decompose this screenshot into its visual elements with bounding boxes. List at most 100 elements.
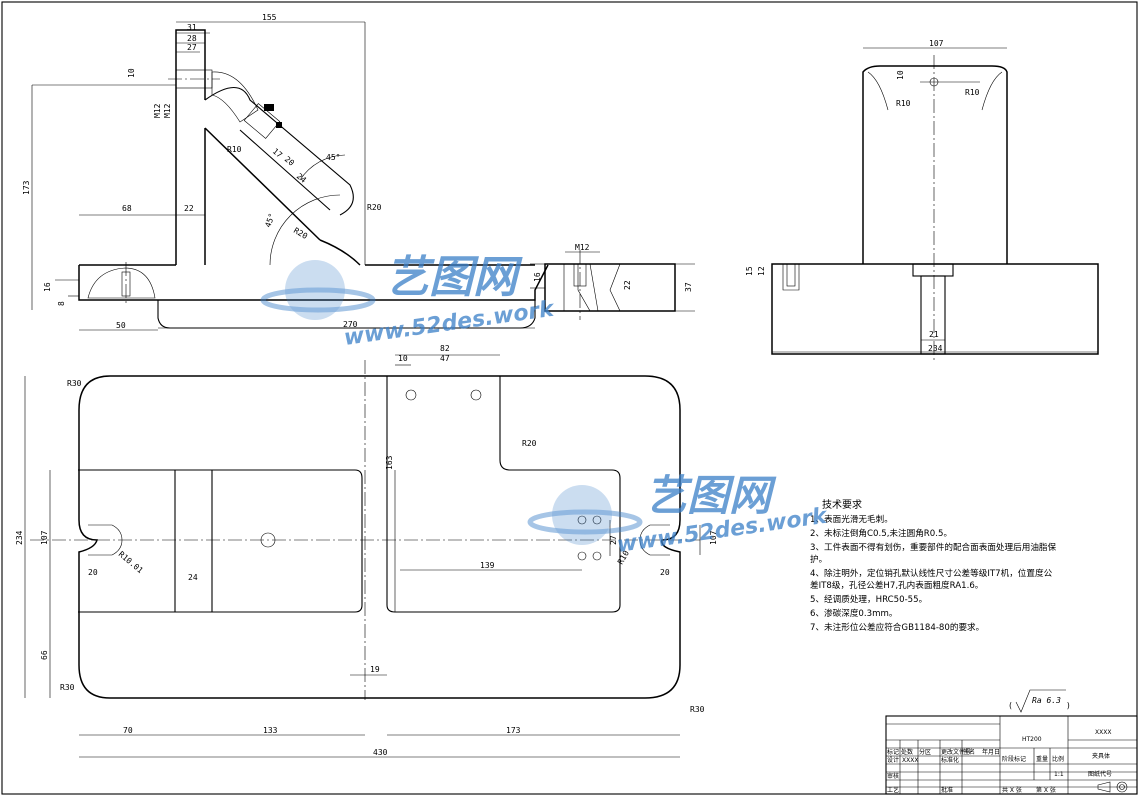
watermark-url: www.52des.work	[342, 297, 556, 351]
dim-plan-173: 173	[506, 726, 521, 735]
tech-req-item: 6、渗碳深度0.3mm。	[810, 607, 897, 619]
side-label: 设计	[887, 756, 899, 764]
dim-front-r20-b: R20	[292, 226, 309, 241]
dim-front-68: 68	[122, 204, 132, 213]
surface-finish-value: Ra 6.3	[1032, 696, 1061, 705]
dim-front-r20-a: R20	[367, 203, 382, 212]
row-label: 标记	[887, 748, 899, 756]
dim-section-16: 16	[533, 272, 542, 282]
plan-view: R30 10 82 47 R20 163 107 R10.01 20 24 13…	[15, 344, 718, 758]
watermark-name: 艺图网	[385, 252, 523, 303]
dim-plan-r20: R20	[522, 439, 537, 448]
front-view: 155 31 28 27 10 M12 M12 R10 17 20 24 45°…	[22, 13, 549, 331]
dim-side-107: 107	[929, 39, 944, 48]
watermark-globe	[552, 485, 612, 545]
side-view: 107 10 R10 R10 15 12 21 234	[745, 39, 1099, 360]
dim-plan-10: 10	[398, 354, 408, 363]
dim-plan-107-left: 107	[40, 530, 49, 545]
dim-plan-133: 133	[263, 726, 278, 735]
stage-label: 阶段标记	[1002, 755, 1026, 763]
dim-plan-r10-01: R10.01	[117, 550, 145, 576]
section-view: M12 16 22 37	[530, 243, 695, 320]
side-label: 工艺	[887, 786, 899, 794]
code-top: XXXX	[1095, 729, 1111, 736]
side-label: 审核	[887, 772, 899, 780]
dim-side-234: 234	[928, 344, 943, 353]
dim-plan-27: 27	[609, 535, 618, 545]
dim-front-24: 24	[295, 172, 308, 185]
dim-front-22: 22	[184, 204, 194, 213]
sheet-number: 第 X 张	[1036, 786, 1056, 794]
dim-section-37: 37	[684, 282, 693, 292]
dim-front-17: 17	[271, 147, 284, 160]
watermark-globe	[285, 260, 345, 320]
tech-req-item: 差IT8级，孔径公差H7,孔内表面粗度RA1.6。	[810, 579, 983, 591]
surface-finish-symbol: ( Ra 6.3 )	[1008, 689, 1071, 713]
dim-front-10: 10	[127, 68, 136, 78]
dim-plan-20-left: 20	[88, 568, 98, 577]
dim-front-28: 28	[187, 34, 197, 43]
tech-req-item: 7、未注形位公差应符合GB1184-80的要求。	[810, 621, 984, 633]
drawing-code-label: 图纸代号	[1088, 770, 1112, 778]
dim-front-270: 270	[343, 320, 358, 329]
dim-side-12: 12	[757, 266, 766, 276]
dim-plan-430: 430	[373, 748, 388, 757]
standardize-label: 标准化	[941, 756, 959, 764]
dim-plan-47: 47	[440, 354, 450, 363]
dim-side-r10-b: R10	[965, 88, 980, 97]
svg-text:): )	[1066, 701, 1071, 710]
dim-plan-234: 234	[15, 530, 24, 545]
part-name: 夹具体	[1092, 752, 1110, 760]
dim-front-155: 155	[262, 13, 277, 22]
technical-requirements: 技术要求 1、表面光滑无毛刺。 2、未标注倒角C0.5,未注圆角R0.5。 3、…	[810, 498, 1057, 633]
designer: XXXX	[902, 757, 918, 764]
dim-front-27: 27	[187, 43, 197, 52]
dim-plan-66: 66	[40, 650, 49, 660]
dim-front-45-bot: 45°	[263, 212, 276, 229]
watermark-name: 艺图网	[645, 471, 777, 520]
row-label: 年月日	[982, 748, 1000, 756]
tech-req-item: 护。	[810, 553, 827, 565]
dim-front-m12-b: M12	[163, 103, 172, 118]
row-label: 分区	[919, 748, 931, 756]
dim-front-173: 173	[22, 180, 31, 195]
row-label: 签名	[963, 748, 975, 756]
dim-front-16: 16	[43, 282, 52, 292]
tech-req-item: 5、经调质处理，HRC50-55。	[810, 593, 927, 605]
tech-req-item: 4、除注明外，定位销孔默认线性尺寸公差等级IT7机，位置度公	[810, 567, 1053, 579]
dim-plan-139: 139	[480, 561, 495, 570]
dim-side-21: 21	[929, 330, 939, 339]
sheet-count: 共 X 张	[1002, 786, 1022, 794]
dim-section-22: 22	[623, 280, 632, 290]
front-dimensions: 155 31 28 27 10 M12 M12 R10 17 20 24 45°…	[22, 13, 535, 331]
watermark-1: 艺图网 www.52des.work	[260, 252, 557, 351]
svg-text:(: (	[1008, 701, 1013, 710]
projection-symbol	[1097, 781, 1128, 793]
dim-plan-20-right: 20	[660, 568, 670, 577]
dim-plan-24: 24	[188, 573, 198, 582]
dim-side-r10-a: R10	[896, 99, 911, 108]
dim-plan-19: 19	[370, 665, 380, 674]
material: HT200	[1022, 736, 1042, 743]
dim-front-8: 8	[57, 301, 66, 306]
dim-front-45-top: 45°	[326, 153, 340, 162]
dim-section-m12: M12	[575, 243, 590, 252]
tech-req-item: 2、未标注倒角C0.5,未注圆角R0.5。	[810, 527, 952, 539]
dim-side-10: 10	[896, 70, 905, 80]
tech-req-item: 1、表面光滑无毛刺。	[810, 513, 893, 525]
weight-label: 重量	[1036, 755, 1048, 763]
tech-req-title: 技术要求	[822, 498, 862, 511]
title-block: HT200 XXXX 夹具体 图纸代号 1:1 阶段标记 重量 比例 标记 处数…	[885, 715, 1138, 795]
watermark-2: 艺图网 www.52des.work	[527, 471, 830, 558]
dim-plan-r30-c: R30	[690, 705, 705, 714]
dim-front-31: 31	[187, 23, 197, 32]
dim-plan-82: 82	[440, 344, 450, 353]
dim-plan-107-right: 107	[709, 530, 718, 545]
dim-plan-163: 163	[385, 455, 394, 470]
dim-plan-70: 70	[123, 726, 133, 735]
dim-front-r10: R10	[227, 145, 242, 154]
dim-plan-r30-a: R30	[67, 379, 82, 388]
dim-side-15: 15	[745, 266, 754, 276]
